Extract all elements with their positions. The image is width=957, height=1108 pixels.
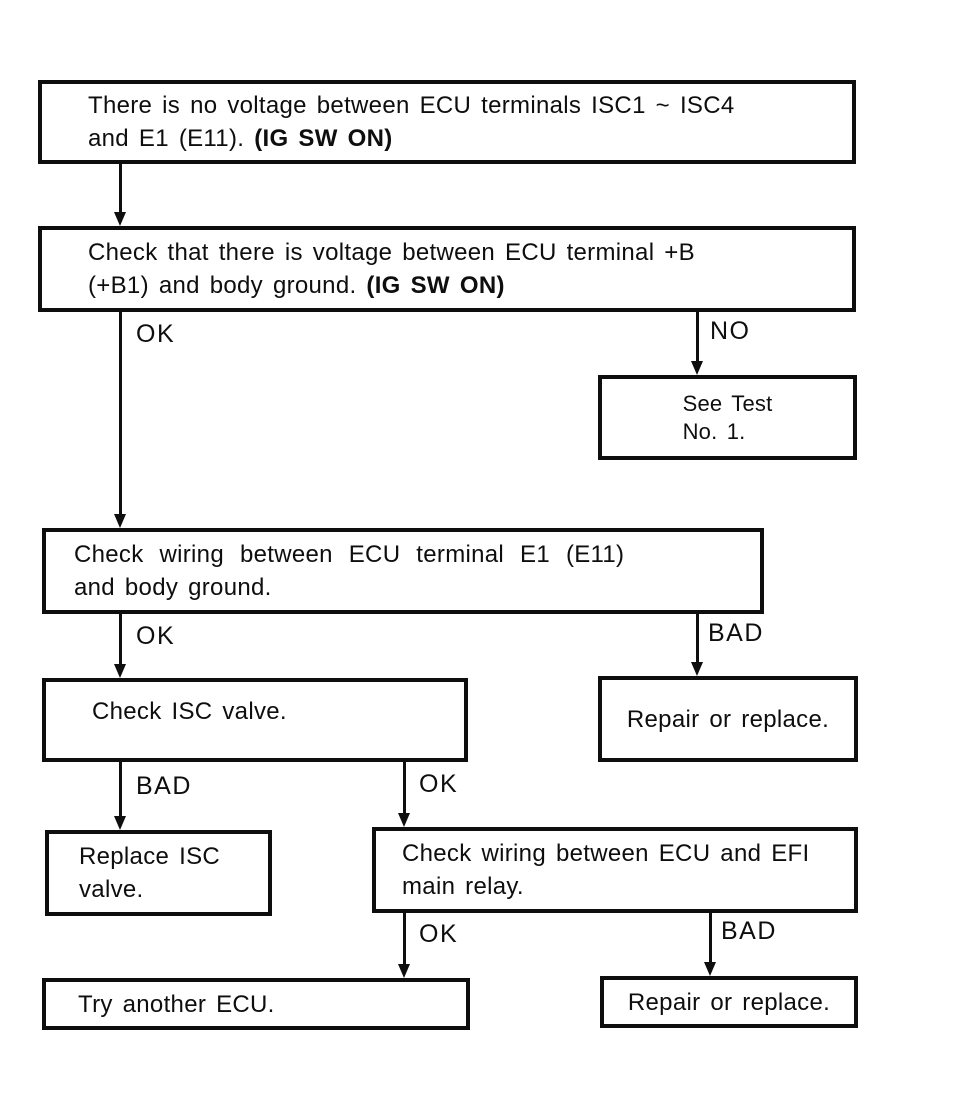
edge-isc-valve-ok [403, 762, 406, 814]
node-text-line: Check wiring between ECU terminal E1 (E1… [74, 538, 760, 571]
node-text-line: Replace ISC [79, 840, 268, 873]
node-text: Check wiring between ECU and EFI [402, 840, 810, 867]
node-check-isc-valve: Check ISC valve. [42, 678, 468, 762]
node-text-line: and body ground. [74, 571, 760, 604]
node-try-another-ecu: Try another ECU. [42, 978, 470, 1030]
node-text-line: Check wiring between ECU and EFI [402, 837, 854, 870]
node-text-bold: (IG SW ON) [366, 272, 505, 299]
edge-check-b-ok [119, 312, 122, 515]
node-replace-isc-valve: Replace ISC valve. [45, 830, 272, 916]
edge-label-no: NO [710, 317, 751, 345]
node-text-line: Repair or replace. [627, 703, 829, 736]
edge-wiring-e1-bad [696, 614, 699, 663]
edge-label-ok: OK [136, 622, 176, 650]
node-text-line: valve. [79, 873, 268, 906]
edge-wiring-efi-ok [403, 913, 406, 965]
node-text: (+B1) and body ground. [88, 272, 367, 299]
edge-wiring-e1-ok [119, 614, 122, 665]
arrowhead-down-icon [691, 662, 703, 676]
node-text: Check that there is voltage between ECU … [88, 239, 695, 266]
node-text: and E1 (E11). [88, 125, 255, 152]
edge-wiring-efi-bad [709, 913, 712, 963]
node-text: Check wiring between ECU terminal E1 (E1… [74, 541, 625, 568]
node-text-line: (+B1) and body ground. (IG SW ON) [88, 269, 852, 302]
node-see-test-no1: See Test No. 1. [598, 375, 857, 460]
arrowhead-down-icon [114, 664, 126, 678]
node-text: Repair or replace. [626, 705, 830, 733]
arrowhead-down-icon [114, 816, 126, 830]
node-text: There is no voltage between ECU terminal… [88, 92, 735, 119]
node-text-line: No. 1. [683, 418, 773, 446]
node-text-line: Check that there is voltage between ECU … [88, 236, 852, 269]
edge-label-ok: OK [419, 920, 459, 948]
node-text-line: Repair or replace. [628, 986, 830, 1019]
edge-label-bad: BAD [136, 772, 192, 800]
node-text: Replace ISC [79, 843, 221, 870]
node-text: and body ground. [74, 574, 272, 601]
node-text: See Test [682, 390, 773, 416]
node-problem-statement: There is no voltage between ECU terminal… [38, 80, 856, 164]
node-text-block: See Test No. 1. [683, 390, 773, 446]
node-repair-replace-top: Repair or replace. [598, 676, 858, 762]
node-check-wiring-efi: Check wiring between ECU and EFI main re… [372, 827, 858, 913]
node-text: Repair or replace. [627, 988, 831, 1016]
arrowhead-down-icon [398, 964, 410, 978]
edge-label-ok: OK [136, 320, 176, 348]
node-text-line: Check ISC valve. [92, 695, 464, 728]
arrowhead-down-icon [398, 813, 410, 827]
node-check-b-voltage: Check that there is voltage between ECU … [38, 226, 856, 312]
edge-label-bad: BAD [708, 619, 764, 647]
arrowhead-down-icon [114, 212, 126, 226]
edge-label-ok: OK [419, 770, 459, 798]
edge-label-bad: BAD [721, 917, 777, 945]
node-text: Check ISC valve. [92, 698, 287, 725]
node-repair-replace-bottom: Repair or replace. [600, 976, 858, 1028]
node-text-line: and E1 (E11). (IG SW ON) [88, 122, 852, 155]
node-text-bold: (IG SW ON) [254, 125, 393, 152]
arrowhead-down-icon [704, 962, 716, 976]
node-text: main relay. [402, 873, 524, 900]
node-text-line: Try another ECU. [78, 988, 466, 1021]
arrowhead-down-icon [691, 361, 703, 375]
node-text-line: main relay. [402, 870, 854, 903]
node-text: No. 1. [682, 418, 746, 444]
node-text-line: See Test [683, 390, 773, 418]
edge-isc-valve-bad [119, 762, 122, 816]
arrowhead-down-icon [114, 514, 126, 528]
node-text: Try another ECU. [78, 990, 275, 1018]
edge-check-b-no [696, 312, 699, 362]
node-check-wiring-e1: Check wiring between ECU terminal E1 (E1… [42, 528, 764, 614]
edge-problem-to-check-b [119, 164, 122, 213]
node-text: valve. [79, 876, 144, 903]
node-text-line: There is no voltage between ECU terminal… [88, 89, 852, 122]
